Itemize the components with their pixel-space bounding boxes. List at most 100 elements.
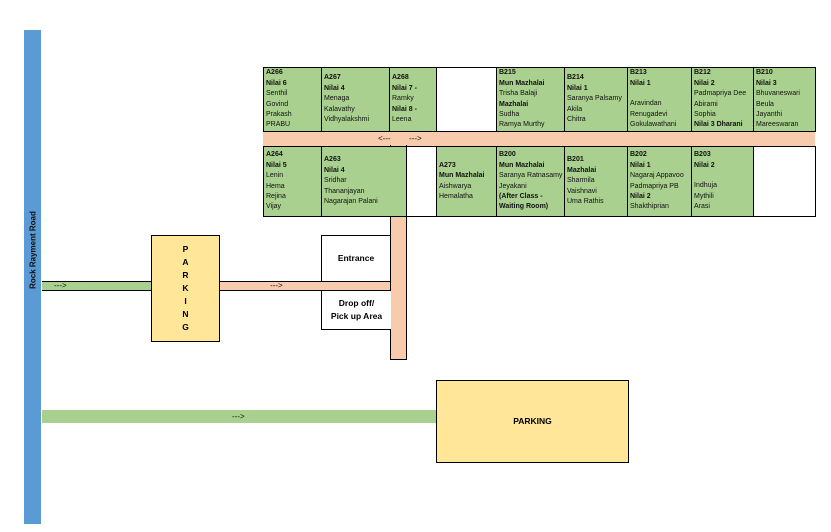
teacher-name: Jayanthi: [756, 110, 783, 118]
room-number: A263: [324, 156, 341, 164]
teacher-name: Hemalatha: [439, 192, 473, 200]
teacher-name: Prakash: [266, 110, 292, 118]
parking-small: P A R K I N G: [151, 235, 220, 342]
corridor-horizontal: [263, 131, 815, 146]
class-name: Nilai 2: [630, 192, 651, 200]
road-name: Rock Rayment Road: [28, 211, 37, 289]
teacher-name: Shakthiprian: [630, 203, 669, 211]
class-name: Mun Mazhalai: [499, 161, 545, 169]
teacher-name: Vijay: [266, 203, 282, 211]
arrow-upper-1: --->: [54, 281, 67, 290]
class-name: Nilai 1: [630, 161, 651, 169]
teacher-name: PRABU: [266, 121, 291, 129]
teacher-name: Saranya Ratnasamy: [499, 172, 563, 180]
approach-path-lower: [42, 410, 437, 423]
corridor-arrow-left: <---: [378, 134, 391, 143]
room-number: B214: [567, 74, 584, 82]
empty-room: [406, 146, 437, 217]
parking-letter: I: [184, 296, 187, 306]
parking-letter: R: [182, 270, 189, 280]
arrow-lower: --->: [232, 412, 245, 421]
dropoff-label-2: Pick up Area: [330, 311, 383, 321]
teacher-name: Ramky: [392, 95, 414, 103]
class-name: Mun Mazhalai: [439, 172, 485, 180]
arrow-upper-2: --->: [270, 281, 283, 290]
entrance-label: Entrance: [337, 253, 375, 263]
teacher-name: Gokulawathani: [630, 121, 677, 129]
teacher-name: Sharmila: [567, 177, 595, 185]
class-name: Nilai 4: [324, 84, 345, 92]
teacher-name: Senthil: [266, 90, 288, 98]
teacher-name: Mareeswaran: [756, 121, 799, 129]
class-name: Nilai 3: [756, 79, 777, 87]
teacher-name: Trisha Balaji: [499, 90, 538, 98]
empty-room: [753, 146, 816, 217]
teacher-name: Uma Rathis: [567, 198, 604, 206]
class-name: Nilai 8 -: [392, 105, 417, 113]
room-number: B203: [694, 151, 711, 159]
parking-letter: P: [182, 244, 189, 254]
class-name: Nilai 1: [567, 84, 588, 92]
room-number: A264: [266, 151, 283, 159]
class-name: Nilai 1: [630, 79, 651, 87]
teacher-name: Akila: [567, 105, 583, 113]
class-name: Nilai 4: [324, 166, 345, 174]
class-name: (After Class -: [499, 192, 543, 200]
teacher-name: Aravindan: [630, 100, 662, 108]
room-number: A273: [439, 161, 456, 169]
teacher-name: Bhuvaneswari: [756, 90, 800, 98]
teacher-name: Mythili: [694, 192, 714, 200]
teacher-name: Sridhar: [324, 177, 347, 185]
corridor-arrow-right: --->: [409, 134, 422, 143]
entrance: Entrance: [321, 235, 391, 282]
empty-room: [436, 67, 497, 132]
room-number: B202: [630, 151, 647, 159]
teacher-name: Menaga: [324, 95, 350, 103]
room-number: A267: [324, 74, 341, 82]
teacher-name: [694, 171, 751, 181]
room-number: A266: [266, 69, 283, 77]
room-number: A268: [392, 74, 409, 82]
teacher-name: Thananjayan: [324, 187, 365, 195]
teacher-name: Rejina: [266, 192, 286, 200]
walkway-to-entrance: [219, 281, 391, 291]
teacher-name: Nagaraj Appavoo: [630, 172, 684, 180]
teacher-name: Govind: [266, 100, 289, 108]
teacher-name: Aishwarya: [439, 182, 472, 190]
room-number: B201: [567, 156, 584, 164]
teacher-name: Padmapriya PB: [630, 182, 679, 190]
class-name: Nilai 3 Dharani: [694, 121, 743, 129]
room-number: B215: [499, 69, 516, 77]
parking-letter: N: [182, 309, 189, 319]
class-name: Mun Mazhalai: [499, 79, 545, 87]
teacher-name: Indhuja: [694, 182, 717, 190]
teacher-name: Ramya Murthy: [499, 121, 545, 129]
teacher-name: [630, 89, 689, 99]
class-name: Mazhalai: [567, 166, 597, 174]
class-name: Nilai 2: [694, 79, 715, 87]
room-number: B210: [756, 69, 773, 77]
parking-letter: G: [182, 322, 189, 332]
parking-large: PARKING: [436, 380, 629, 463]
teacher-name: Saranya Palsamy: [567, 95, 622, 103]
parking-letter: K: [182, 283, 189, 293]
teacher-name: Lenin: [266, 172, 284, 180]
teacher-name: Vaishnavi: [567, 187, 597, 195]
class-name: Mazhalai: [499, 100, 529, 108]
teacher-name: Sudha: [499, 110, 520, 118]
teacher-name: Sophia: [694, 110, 716, 118]
teacher-name: Arasi: [694, 203, 710, 211]
class-name: Waiting Room): [499, 203, 549, 211]
teacher-name: Leena: [392, 116, 412, 124]
teacher-name: Beula: [756, 100, 774, 108]
